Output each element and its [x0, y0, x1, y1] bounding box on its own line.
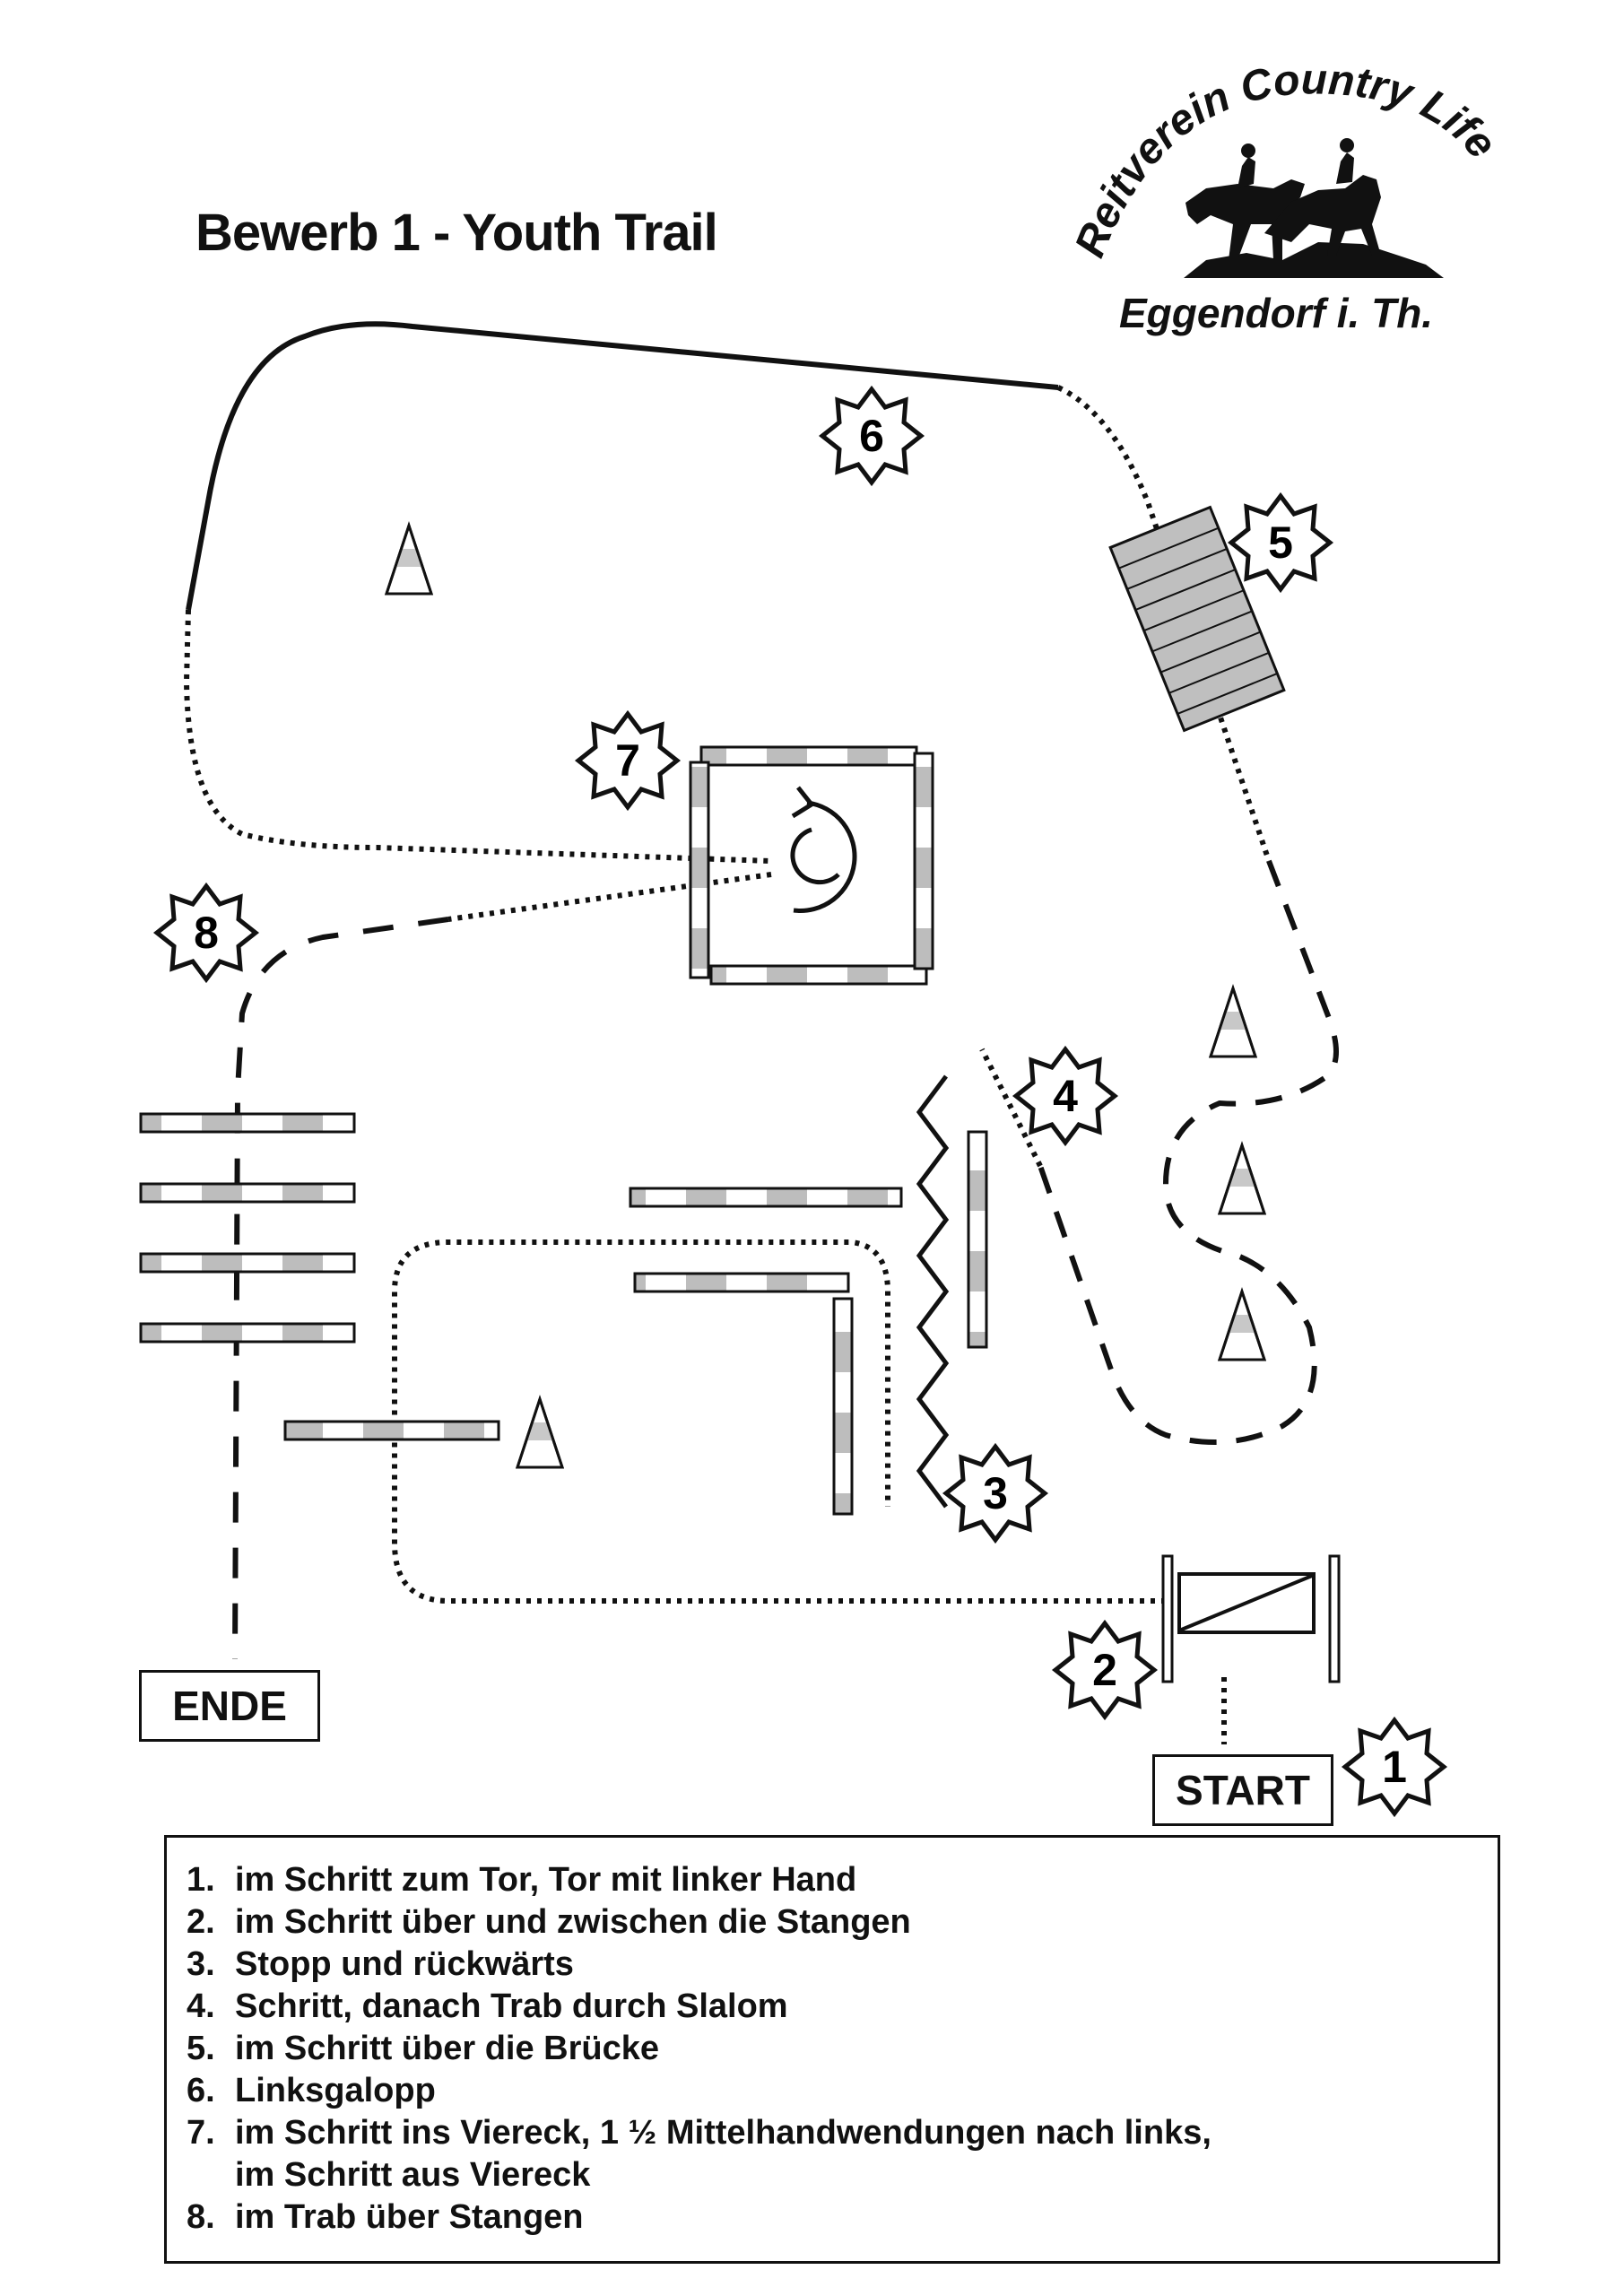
station-3-label: 3 [983, 1468, 1008, 1518]
station-1-label: 1 [1382, 1742, 1407, 1792]
gate [1161, 1554, 1341, 1683]
route-dotted-4 [979, 1048, 1043, 1168]
legend-item-text: im Schritt zum Tor, Tor mit linker Hand [235, 1861, 857, 1899]
legend-item-text: Schritt, danach Trab durch Slalom [235, 1987, 788, 2025]
legend-item: 7. im Schritt ins Viereck, 1 ½ Mittelhand… [187, 2112, 1498, 2196]
station-4-label: 4 [1053, 1071, 1078, 1121]
walk-poles [283, 1130, 988, 1516]
turn-arrow-icon [790, 786, 857, 913]
legend-item-number: 6. [187, 2072, 215, 2109]
instructions-legend: 1. im Schritt zum Tor, Tor mit linker Han… [164, 1835, 1500, 2264]
horses-riders-icon [1184, 138, 1444, 278]
legend-item-text: Linksgalopp [235, 2072, 436, 2109]
legend-item-number: 7. [187, 2114, 215, 2152]
legend-item-number: 1. [187, 1861, 215, 1899]
square-box [689, 745, 934, 986]
station-8-label: 8 [194, 908, 219, 958]
route-dashed-8 [232, 917, 449, 1660]
club-logo: Reitverein Country Life [1066, 56, 1506, 278]
legend-item-number: 3. [187, 1945, 215, 1983]
zigzag-backup-lane [916, 1074, 950, 1509]
legend-item-text: Stopp und rückwärts [235, 1945, 574, 1983]
start-label: START [1152, 1754, 1333, 1826]
legend-item-text: im Schritt ins Viereck, 1 ½ Mittelhandwe… [235, 2114, 1211, 2194]
club-location: Eggendorf i. Th. [1119, 290, 1434, 336]
legend-item: 1. im Schritt zum Tor, Tor mit linker Han… [187, 1859, 1498, 1901]
station-5-label: 5 [1268, 517, 1293, 568]
route-dotted-loop [392, 1239, 1166, 1604]
legend-item: 4. Schritt, danach Trab durch Slalom [187, 1986, 1498, 2028]
station-7-label: 7 [615, 735, 640, 786]
station-badges: 1 2 3 4 5 6 7 8 [152, 385, 1448, 1818]
legend-item-text: im Schritt über die Brücke [235, 2030, 660, 2067]
legend-item: 6. Linksgalopp [187, 2070, 1498, 2112]
legend-item-number: 4. [187, 1987, 215, 2025]
legend-item-number: 2. [187, 1903, 215, 1941]
legend-item-number: 5. [187, 2030, 215, 2067]
bridge [1108, 505, 1286, 733]
legend-item-text: im Schritt über und zwischen die Stangen [235, 1903, 911, 1941]
legend-item-number: 8. [187, 2198, 215, 2236]
station-2-label: 2 [1092, 1645, 1117, 1695]
legend-item: 8. im Trab über Stangen [187, 2196, 1498, 2239]
legend-item: 5. im Schritt über die Brücke [187, 2028, 1498, 2070]
station-6-label: 6 [859, 411, 884, 461]
legend-item: 2. im Schritt über und zwischen die Stang… [187, 1901, 1498, 1944]
route-dotted-exit [447, 872, 772, 922]
end-label: ENDE [139, 1670, 320, 1742]
page-title: Bewerb 1 - Youth Trail [195, 204, 718, 262]
legend-item: 3. Stopp und rückwärts [187, 1944, 1498, 1986]
trot-poles [139, 1112, 356, 1344]
route-dashed-slalom [1038, 859, 1339, 1445]
route-solid [186, 321, 1059, 611]
cone-markers [385, 524, 1266, 1469]
legend-item-text: im Trab über Stangen [235, 2198, 584, 2236]
route-dotted-left-arc [183, 609, 772, 864]
